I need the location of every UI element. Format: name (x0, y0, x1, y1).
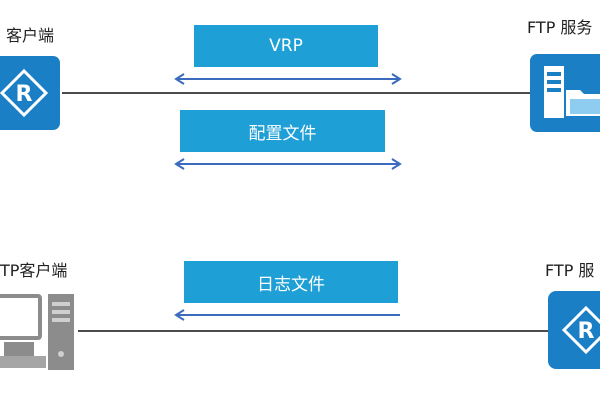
client-label-bottom: TP客户端 (0, 261, 68, 280)
computer-icon (0, 292, 80, 382)
client-label-top: 客户端 (6, 26, 55, 45)
left-arrow-log-file (174, 309, 400, 321)
message-box-log-file: 日志文件 (184, 261, 398, 303)
message-box-config-file: 配置文件 (180, 110, 385, 152)
file-server-icon (530, 54, 600, 132)
router-icon: R (0, 56, 62, 130)
router-icon: R (548, 291, 600, 369)
svg-text:R: R (578, 319, 595, 344)
message-box-vrp: VRP (194, 25, 378, 67)
ftp-server-label-bottom: FTP 服 (545, 261, 595, 280)
double-arrow-vrp (174, 73, 402, 85)
svg-text:R: R (16, 82, 33, 107)
message-label-vrp: VRP (269, 36, 303, 56)
message-label-log-file: 日志文件 (257, 274, 325, 295)
double-arrow-config-file (174, 158, 402, 170)
ftp-server-label-top: FTP 服务 (527, 18, 593, 37)
message-label-config-file: 配置文件 (248, 123, 317, 144)
